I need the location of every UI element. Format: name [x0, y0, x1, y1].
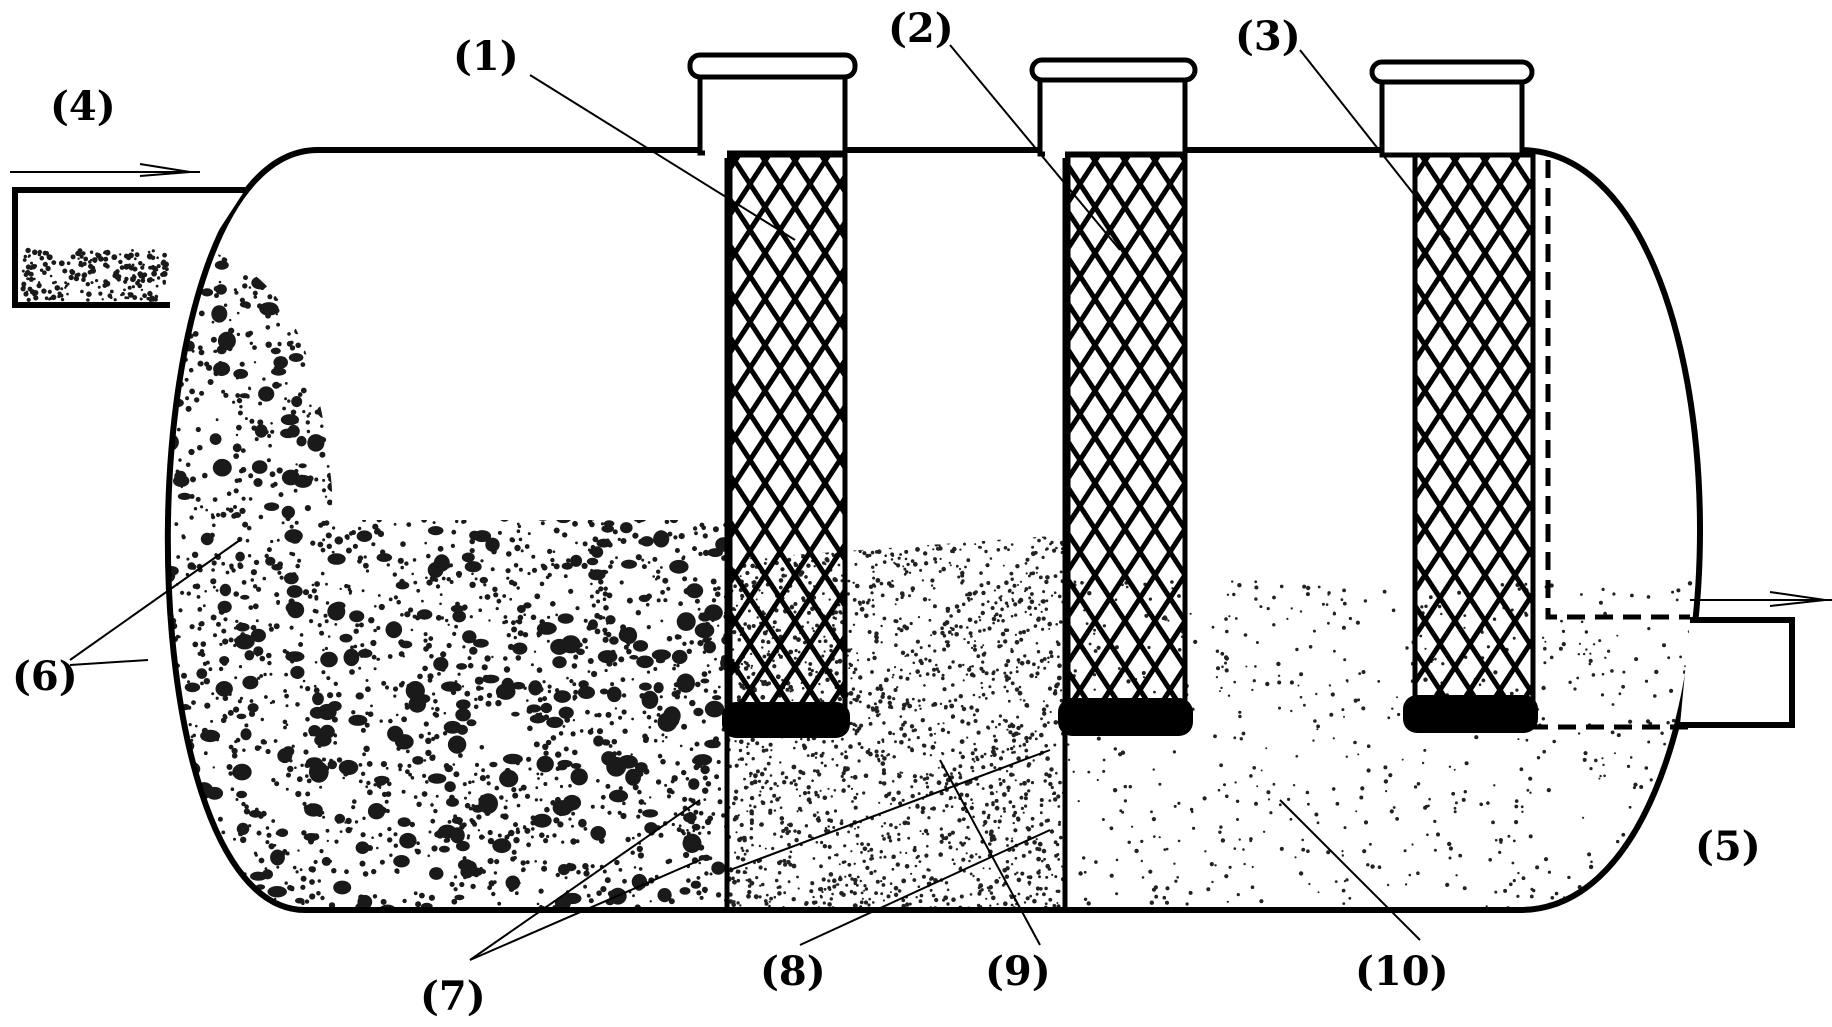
outlet-channel: [1530, 160, 1690, 730]
label-6: (6): [12, 653, 78, 700]
filter-basket-1: [722, 152, 850, 738]
outlet-pipe: [1680, 591, 1832, 728]
leader-lines: [69, 44, 1451, 961]
inlet-pipe: [10, 163, 245, 308]
manhole-2: [1029, 57, 1198, 158]
filter-basket-2: [1058, 152, 1193, 736]
label-7: (7): [420, 973, 486, 1020]
label-4: (4): [50, 83, 116, 130]
label-2: (2): [888, 5, 954, 52]
label-5: (5): [1695, 823, 1761, 870]
chamber-1-sludge: [167, 233, 725, 910]
filter-basket-3: [1403, 152, 1538, 733]
label-10: (10): [1355, 948, 1449, 995]
label-9: (9): [985, 948, 1051, 995]
label-1: (1): [453, 33, 519, 80]
label-8: (8): [760, 948, 826, 995]
manhole-1: [687, 52, 858, 158]
tank-body: [164, 147, 1703, 913]
label-3: (3): [1235, 13, 1301, 60]
manhole-3: [1369, 59, 1535, 158]
